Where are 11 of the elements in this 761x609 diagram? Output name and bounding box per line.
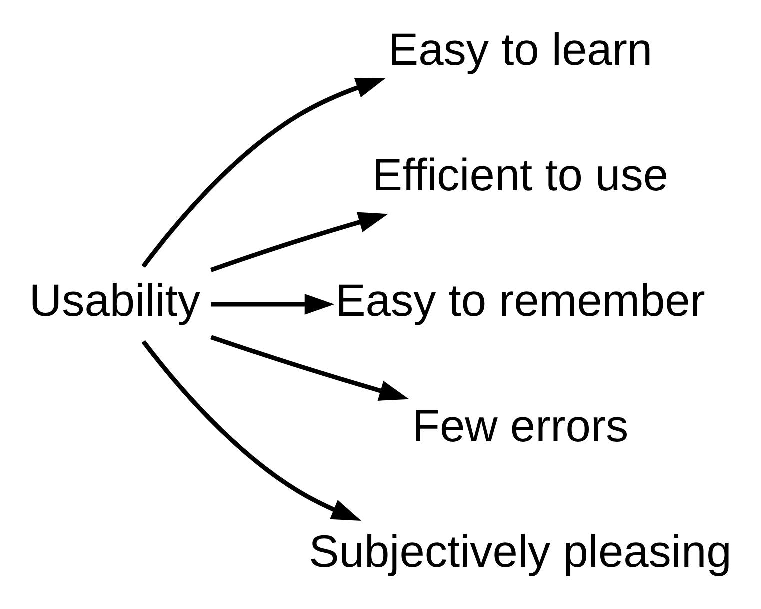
node-text: Easy to learn: [388, 24, 653, 75]
arrow: [142, 78, 386, 268]
node-text: Efficient to use: [372, 149, 669, 200]
arrow: [210, 212, 388, 272]
arrow: [211, 294, 335, 315]
node-text: Easy to remember: [336, 275, 706, 326]
arrow: [210, 335, 410, 401]
node-text: Few errors: [412, 400, 629, 452]
node-text: Subjectively pleasing: [309, 526, 732, 578]
node-text: Usability: [29, 275, 200, 326]
arrow: [142, 340, 362, 522]
